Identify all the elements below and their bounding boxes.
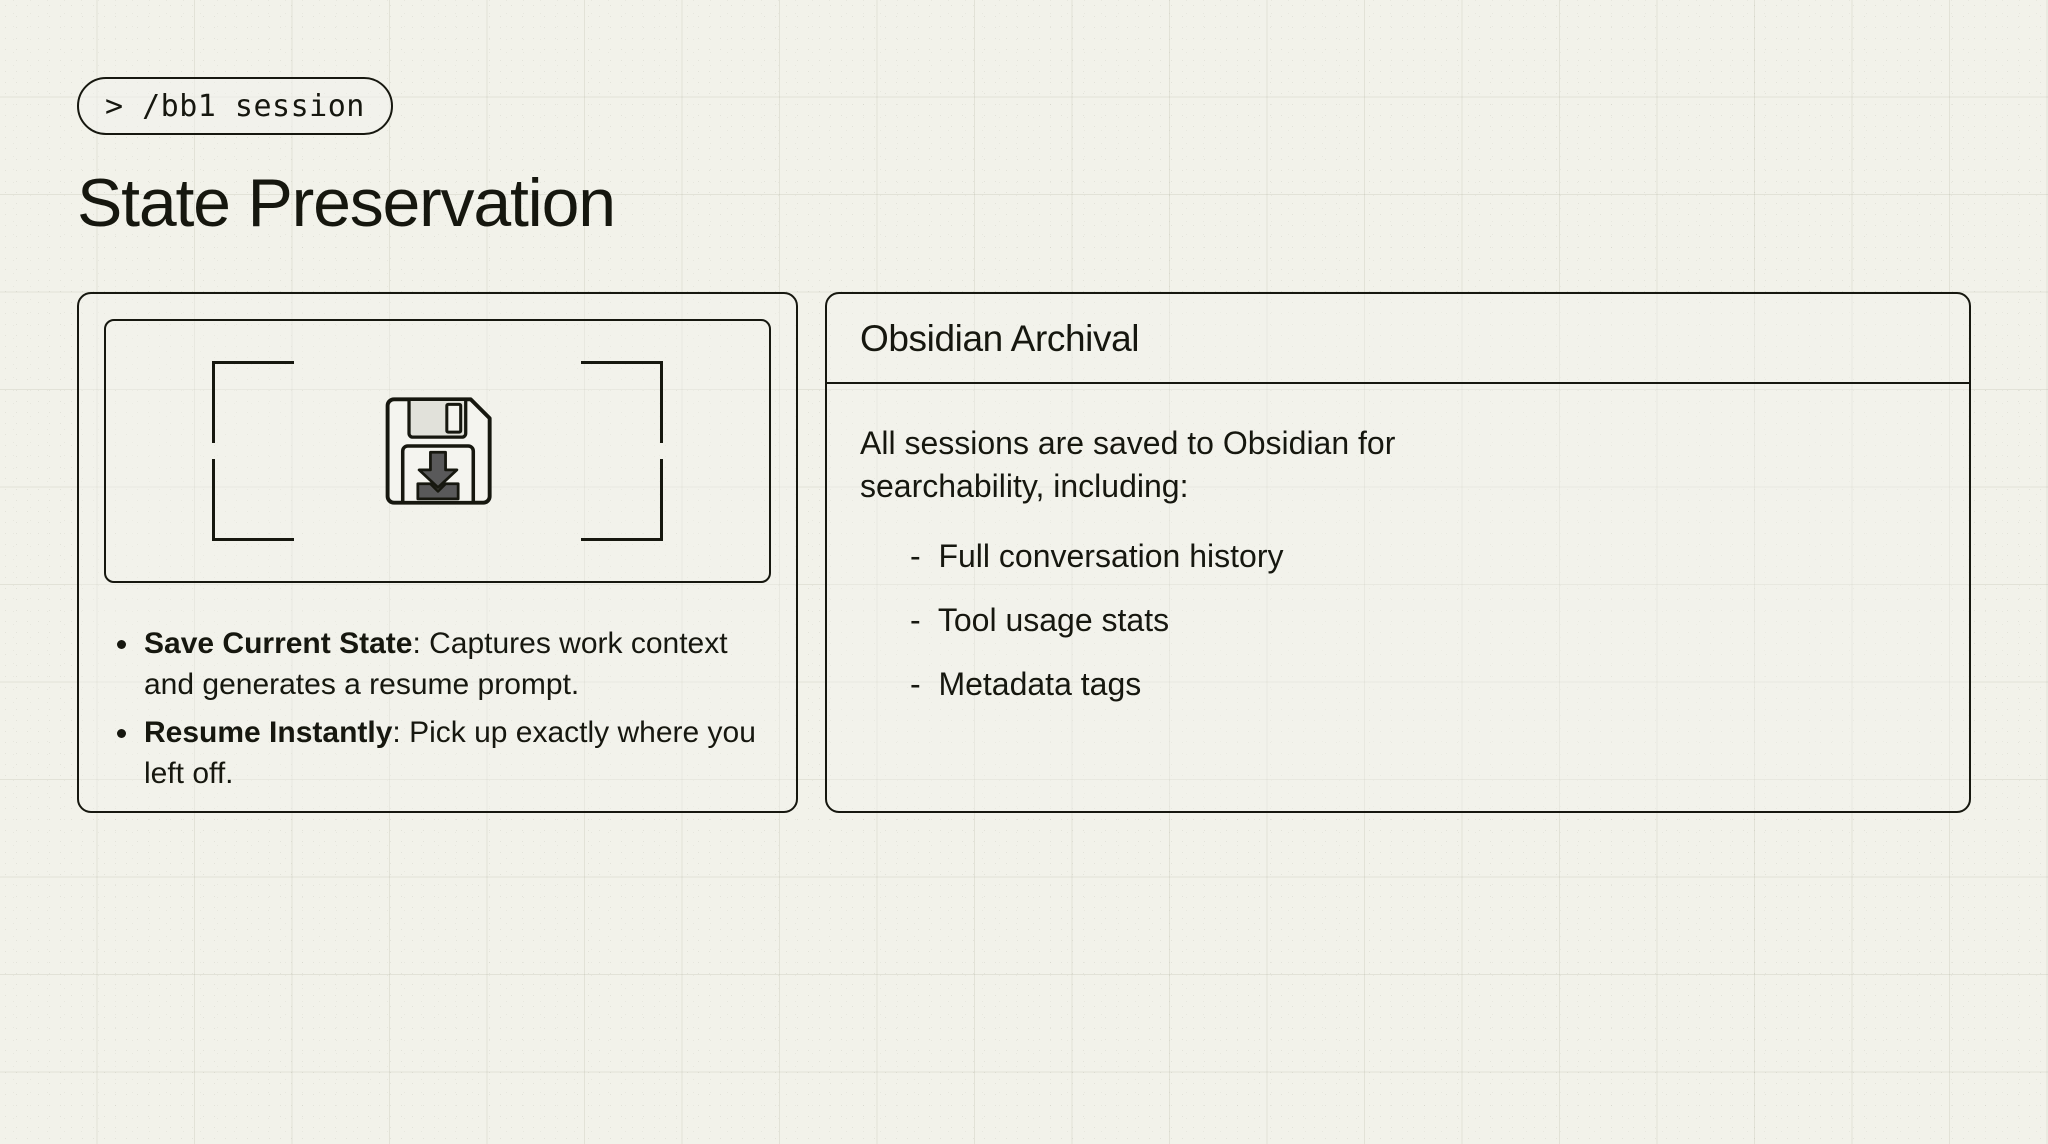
command-badge[interactable]: > /bb1 session — [77, 77, 393, 135]
obsidian-archival-intro: All sessions are saved to Obsidian for s… — [860, 425, 1396, 505]
state-preservation-card: Save Current State: Captures work contex… — [77, 292, 798, 813]
list-item: Resume Instantly: Pick up exactly where … — [104, 712, 771, 795]
bracket-top-left-icon — [212, 361, 294, 443]
bracket-top-right-icon — [581, 361, 663, 443]
bullet-description: Captures work context and generates a re… — [144, 627, 728, 702]
cards-row: Save Current State: Captures work contex… — [77, 292, 1971, 813]
bullet-term: Resume Instantly — [144, 715, 393, 749]
icon-viewfinder-frame — [104, 319, 771, 583]
obsidian-archival-title: Obsidian Archival — [860, 318, 1140, 359]
bullet-term: Save Current State — [144, 627, 413, 660]
list-item: - Tool usage stats — [910, 601, 1170, 638]
floppy-disk-download-icon — [385, 397, 492, 505]
bullet-separator: : — [392, 715, 410, 749]
feature-bullet-list: Save Current State: Captures work contex… — [104, 623, 771, 801]
bullet-description: Pick up exactly where you left off. — [144, 715, 756, 791]
obsidian-archival-card: Obsidian Archival All sessions are saved… — [825, 292, 1971, 813]
bracket-bottom-left-icon — [212, 459, 294, 541]
list-item: - Metadata tags — [910, 665, 1142, 702]
obsidian-archival-header: Obsidian Archival — [827, 294, 1969, 384]
bracket-bottom-right-icon — [581, 459, 663, 541]
list-item: Save Current State: Captures work contex… — [104, 623, 771, 706]
page-title: State Preservation — [77, 165, 616, 241]
command-badge-label: > /bb1 session — [105, 88, 365, 124]
archival-contents-list: - Full conversation history - Tool usage… — [860, 536, 1936, 705]
obsidian-archival-body: All sessions are saved to Obsidian for s… — [827, 384, 1969, 811]
list-item: - Full conversation history — [910, 538, 1284, 575]
bullet-separator: : — [412, 627, 430, 660]
